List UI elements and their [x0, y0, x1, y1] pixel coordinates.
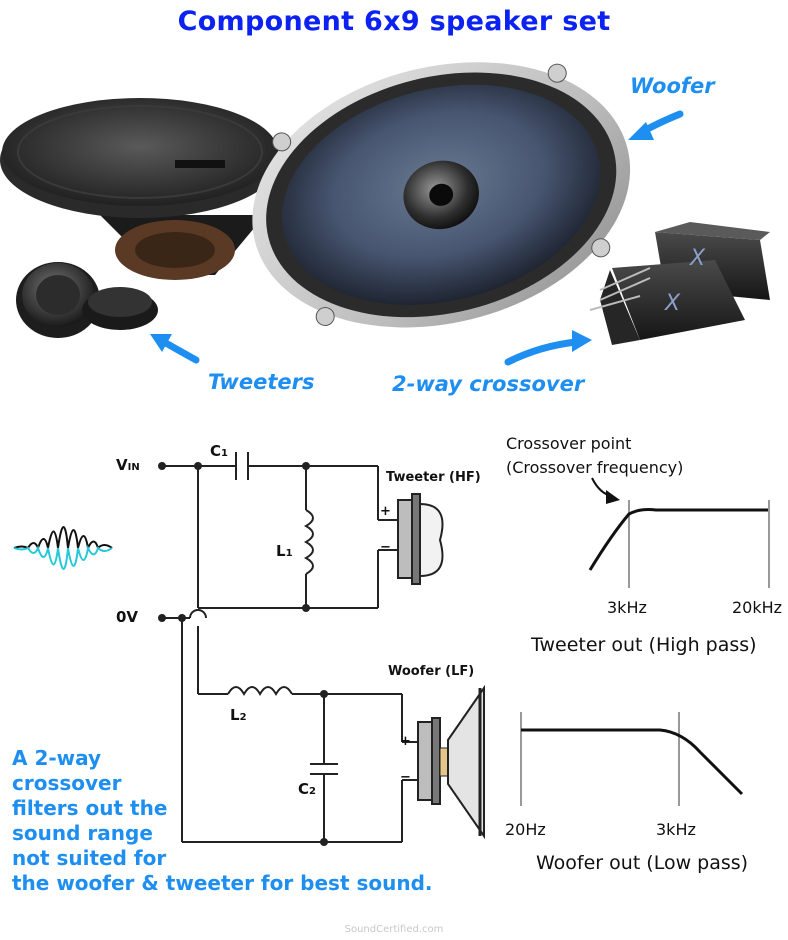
- sound-wave-icon: [13, 526, 113, 570]
- l2-label: L2: [230, 706, 247, 724]
- crossover-boxes: X X: [589, 222, 770, 345]
- woofer-photo-label: Woofer: [630, 74, 715, 98]
- woofer-symbol: [417, 684, 485, 840]
- tweeter-arrow: [150, 334, 200, 364]
- page-title: Component 6x9 speaker set: [177, 6, 611, 37]
- note-line: the woofer & tweeter for best sound.: [12, 871, 433, 895]
- woofer-arrow: [628, 110, 684, 140]
- woofer-6x9: [252, 62, 631, 328]
- vin-label: VIN: [116, 456, 140, 474]
- tweeter-pair: [16, 262, 158, 338]
- grille-speaker: [0, 98, 280, 280]
- note-line: crossover: [12, 771, 122, 795]
- high-pass-curve: [588, 477, 770, 588]
- ground-label: 0V: [116, 608, 139, 626]
- crossover-explanation: A 2-way crossover filters out the sound …: [12, 746, 472, 896]
- hp-tick-20khz: 20kHz: [732, 598, 783, 617]
- lp-tick-3khz: 3kHz: [656, 820, 696, 839]
- note-line: filters out the: [12, 796, 168, 820]
- woofer-out-caption: Woofer out (Low pass): [536, 852, 749, 874]
- crossover-photo-label: 2-way crossover: [392, 372, 585, 396]
- woofer-minus: −: [400, 770, 411, 785]
- l1-label: L1: [276, 542, 293, 560]
- crossover-frequency-label: (Crossover frequency): [506, 458, 684, 477]
- tweeter-plus: +: [380, 504, 391, 519]
- c1-label: C1: [210, 442, 228, 460]
- tweeter-symbol: [397, 493, 444, 585]
- tweeter-hf-label: Tweeter (HF): [386, 470, 481, 485]
- tweeter-out-caption: Tweeter out (High pass): [531, 634, 757, 656]
- crossover-point-label: Crossover point: [506, 434, 632, 453]
- note-line: A 2-way: [12, 746, 102, 770]
- crossover-arrow: [504, 330, 592, 366]
- hp-tick-3khz: 3kHz: [607, 598, 647, 617]
- svg-text:X: X: [689, 246, 706, 271]
- svg-text:X: X: [664, 291, 681, 316]
- low-pass-curve: [520, 712, 744, 806]
- c2-label: C2: [298, 780, 316, 798]
- speaker-photo: X X: [0, 62, 770, 366]
- watermark: SoundCertified.com: [344, 924, 444, 935]
- note-line: sound range: [12, 821, 153, 845]
- woofer-plus: +: [400, 734, 411, 749]
- woofer-lf-label: Woofer (LF): [388, 664, 475, 679]
- tweeter-minus: −: [380, 540, 391, 555]
- note-line: not suited for: [12, 846, 167, 870]
- tweeters-photo-label: Tweeters: [208, 370, 315, 394]
- lp-tick-20hz: 20Hz: [505, 820, 546, 839]
